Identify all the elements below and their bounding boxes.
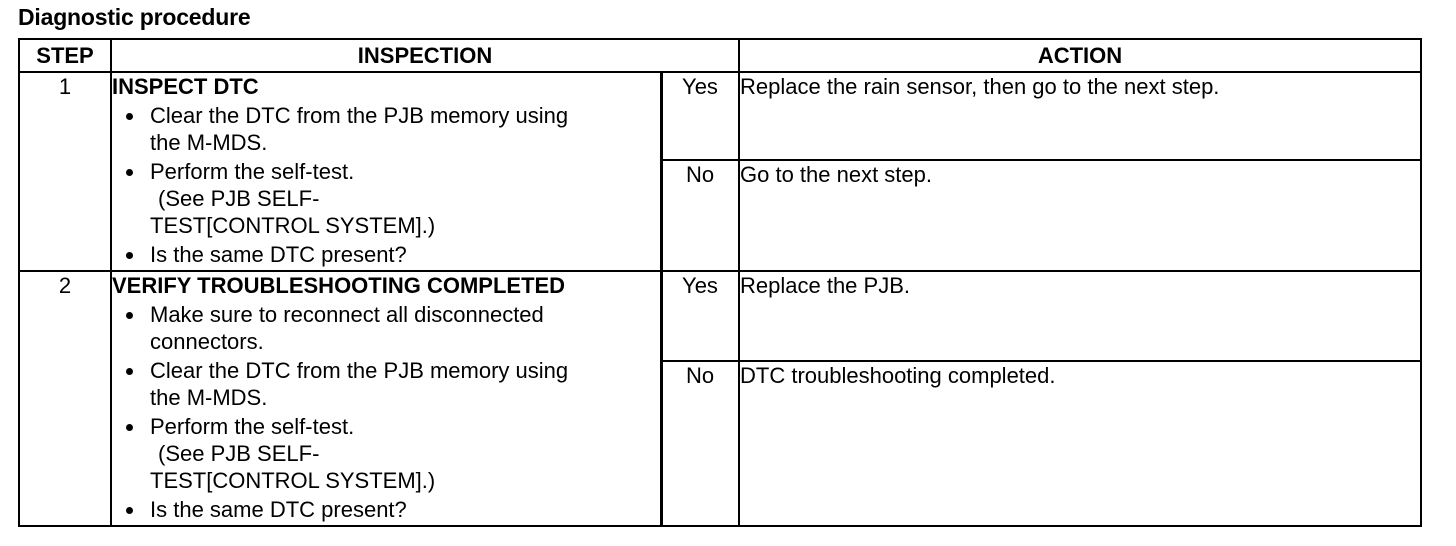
diagnostic-procedure-table: STEP INSPECTION ACTION 1 INSPECT DTC Cle… — [18, 38, 1422, 528]
inspection-bullet: Clear the DTC from the PJB memory using … — [112, 102, 660, 156]
inspection-list: Make sure to reconnect all disconnected … — [112, 301, 660, 523]
inspection-title: INSPECT DTC — [112, 74, 259, 99]
step-2-inspection: VERIFY TROUBLESHOOTING COMPLETED Make su… — [110, 270, 662, 527]
bullet-line: Perform the self-test. — [150, 414, 355, 439]
step-1-inspection: INSPECT DTC Clear the DTC from the PJB m… — [110, 71, 662, 272]
inspection-bullet: Is the same DTC present? — [112, 241, 660, 268]
bullet-line: Clear the DTC from the PJB memory using — [150, 358, 569, 383]
inspection-list: Clear the DTC from the PJB memory using … — [112, 102, 660, 268]
header-action: ACTION — [738, 38, 1422, 73]
bullet-line: the M-MDS. — [150, 385, 268, 410]
step-1-yes-row: 1 INSPECT DTC Clear the DTC from the PJB… — [18, 70, 1422, 272]
inspection-bullet: Make sure to reconnect all disconnected … — [112, 301, 660, 355]
yes-action: Replace the PJB. — [738, 269, 1422, 363]
yes-label: Yes — [660, 269, 740, 364]
no-action: Go to the next step. — [738, 159, 1422, 272]
bullet-line: the M-MDS. — [150, 130, 268, 155]
no-action: DTC troubleshooting completed. — [738, 360, 1422, 527]
bullet-line: (See PJB SELF- — [158, 186, 320, 211]
bullet-line: Perform the self-test. — [150, 159, 355, 184]
page-title: Diagnostic procedure — [18, 4, 251, 30]
bullet-line: (See PJB SELF- — [158, 441, 320, 466]
bullet-line: Is the same DTC present? — [150, 242, 407, 267]
bullet-line: TEST[CONTROL SYSTEM].) — [150, 468, 436, 493]
step-number: 2 — [18, 270, 112, 527]
step-2-yes-row: 2 VERIFY TROUBLESHOOTING COMPLETED Make … — [18, 269, 1422, 527]
inspection-bullet: Perform the self-test. (See PJB SELF- TE… — [112, 158, 660, 239]
inspection-title: VERIFY TROUBLESHOOTING COMPLETED — [112, 273, 566, 298]
header-row: STEP INSPECTION ACTION — [18, 38, 1422, 73]
inspection-bullet: Is the same DTC present? — [112, 496, 660, 523]
step-number: 1 — [18, 71, 112, 272]
no-label: No — [660, 360, 740, 528]
header-step: STEP — [18, 38, 112, 73]
header-inspection: INSPECTION — [110, 38, 740, 73]
step-2-no-row: No DTC troubleshooting completed. — [19, 360, 1422, 528]
bullet-line: Clear the DTC from the PJB memory using — [150, 103, 569, 128]
inspection-bullet: Perform the self-test. (See PJB SELF- TE… — [112, 413, 660, 494]
inspection-bullet: Clear the DTC from the PJB memory using … — [112, 357, 660, 411]
yes-action: Replace the rain sensor, then go to the … — [738, 70, 1422, 162]
bullet-line: Is the same DTC present? — [150, 497, 407, 522]
bullet-line: Make sure to reconnect all disconnected — [150, 302, 544, 327]
step-1-no-row: No Go to the next step. — [19, 159, 1422, 273]
yes-label: Yes — [660, 70, 740, 163]
bullet-line: TEST[CONTROL SYSTEM].) — [150, 213, 436, 238]
no-label: No — [660, 159, 740, 273]
bullet-line: connectors. — [150, 329, 264, 354]
